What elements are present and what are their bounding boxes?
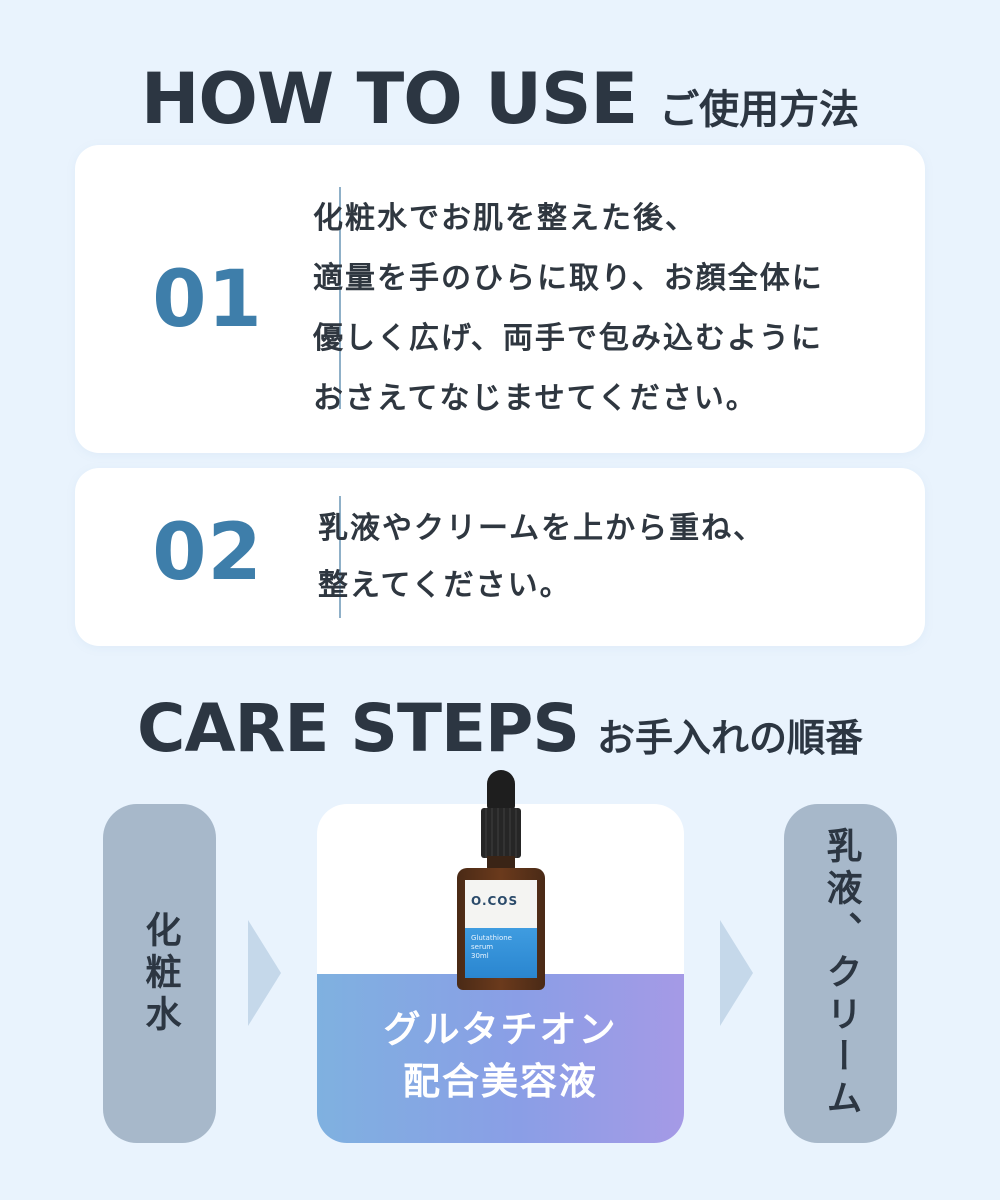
serum-label-line1: グルタチオン [383,1008,618,1051]
dropper-bulb [487,770,515,810]
bottle-neck [487,856,515,870]
step-line: 整えてください。 [318,568,572,603]
bottle-product-name: Glutathione serum 30ml [471,934,512,961]
serum-label: グルタチオン 配合美容液 [317,1004,684,1108]
how-to-use-title-jp: ご使用方法 [659,87,860,133]
care-step-toner-label: 化粧水 [139,910,181,1037]
care-step-lotion-cream: 乳液、クリーム [784,804,897,1143]
step-line: 乳液やクリームを上から重ね、 [318,511,766,546]
dropper-cap [481,808,521,858]
care-step-toner: 化粧水 [103,804,216,1143]
serum-bottle-image: O.COS Glutathione serum 30ml [457,770,545,992]
chevron-right-icon [248,920,281,1026]
step-number: 01 [152,255,263,345]
step-divider [339,496,341,618]
step-card-01: 01 化粧水でお肌を整えた後、 適量を手のひらに取り、お顔全体に 優しく広げ、両… [75,145,925,453]
step-card-02: 02 乳液やクリームを上から重ね、 整えてください。 [75,468,925,646]
care-steps-heading: CARE STEPS お手入れの順番 [0,690,1000,767]
step-instructions: 乳液やクリームを上から重ね、 整えてください。 [318,500,885,614]
serum-gradient-band [317,974,684,1143]
step-divider [339,187,341,409]
step-line: 化粧水でお肌を整えた後、 [313,201,697,236]
care-step-lotion-cream-label: 乳液、クリーム [820,826,862,1121]
step-line: 適量を手のひらに取り、お顔全体に [313,261,824,296]
chevron-right-icon [720,920,753,1026]
step-instructions: 化粧水でお肌を整えた後、 適量を手のひらに取り、お顔全体に 優しく広げ、両手で包… [313,189,885,429]
step-line: 優しく広げ、両手で包み込むように [313,321,823,356]
serum-label-line2: 配合美容液 [403,1060,598,1103]
bottle-name-line: 30ml [471,952,489,960]
how-to-use-title-en: HOW TO USE [140,58,638,140]
bottle-name-line: serum [471,943,494,951]
bottle-name-line: Glutathione [471,934,512,942]
bottle-brand: O.COS [471,894,519,908]
care-steps-title-jp: お手入れの順番 [596,716,863,760]
care-steps-title-en: CARE STEPS [137,690,580,767]
bottle-label-bottom [465,928,537,978]
step-number: 02 [152,508,263,598]
bottle-label-top [465,880,537,928]
step-line: おさえてなじませてください。 [313,381,758,416]
how-to-use-heading: HOW TO USE ご使用方法 [0,58,1000,140]
